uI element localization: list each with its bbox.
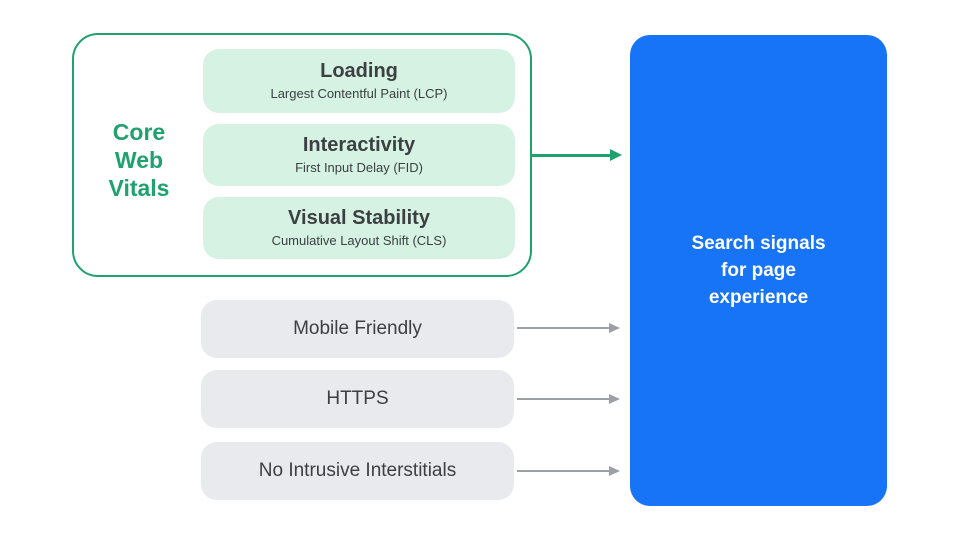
core-web-vitals-label-line: Web [114, 147, 164, 173]
signal-box-mobile-friendly: Mobile Friendly [201, 300, 514, 358]
vital-subtitle: Cumulative Layout Shift (CLS) [271, 233, 447, 248]
vital-box-loading: Loading Largest Contentful Paint (LCP) [203, 49, 515, 113]
signal-label: Mobile Friendly [293, 318, 422, 339]
signal-label: HTTPS [326, 388, 389, 409]
result-box-text-line: experience [708, 287, 809, 308]
vital-title: Interactivity [302, 134, 416, 156]
vital-box-interactivity: Interactivity First Input Delay (FID) [203, 124, 515, 186]
vital-subtitle: First Input Delay (FID) [295, 160, 423, 175]
vital-title: Visual Stability [288, 207, 430, 229]
signal-box-no-intrusive-interstitials: No Intrusive Interstitials [201, 442, 514, 500]
core-web-vitals-label: Core Web Vitals [79, 118, 199, 202]
core-web-vitals-label-line: Vitals [108, 175, 170, 201]
vital-box-visual-stability: Visual Stability Cumulative Layout Shift… [203, 197, 515, 259]
arrow-head-icon [609, 394, 620, 404]
arrow-shaft [517, 470, 611, 472]
result-box-text-line: for page [721, 260, 796, 281]
signal-box-https: HTTPS [201, 370, 514, 428]
arrow-head-icon [610, 149, 622, 161]
arrow-shaft [517, 398, 611, 400]
arrow-head-icon [609, 466, 620, 476]
search-signals-result-box: Search signals for page experience [630, 35, 887, 506]
arrow-head-icon [609, 323, 620, 333]
arrow-shaft [517, 327, 611, 329]
vital-subtitle: Largest Contentful Paint (LCP) [270, 86, 448, 101]
signal-label: No Intrusive Interstitials [258, 460, 457, 481]
arrow-shaft [532, 154, 612, 157]
result-box-text-line: Search signals [691, 233, 826, 254]
vital-title: Loading [320, 60, 398, 82]
core-web-vitals-label-line: Core [112, 119, 166, 145]
